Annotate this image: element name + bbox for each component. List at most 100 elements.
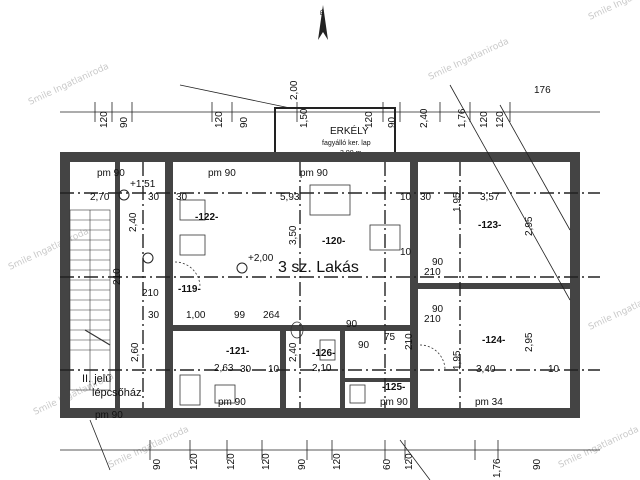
d195a: 1,95 bbox=[452, 192, 463, 212]
d210a: 210 bbox=[142, 288, 159, 299]
room-121-area: 2,63 bbox=[214, 363, 234, 374]
room-122-label: -122- bbox=[195, 212, 218, 223]
north-label: É bbox=[320, 10, 324, 17]
dim-bottom-7: 60 bbox=[382, 458, 393, 470]
d30c: 30 bbox=[420, 192, 432, 203]
room-120-area: 5,93 bbox=[280, 192, 300, 203]
watermark-3: Smile Ingatlaniroda bbox=[587, 0, 640, 23]
dim-bottom-9: 1,76 bbox=[492, 458, 503, 478]
d90b: 90 bbox=[432, 304, 444, 315]
dim-top-9: 2,40 bbox=[419, 108, 430, 128]
dim-bottom-2: 120 bbox=[189, 453, 200, 470]
dim-bottom-8: 120 bbox=[404, 453, 415, 470]
d295a: 2,95 bbox=[524, 216, 535, 236]
pm90-e: pm 90 bbox=[380, 397, 408, 408]
dim-bottom-5: 90 bbox=[297, 458, 308, 470]
furniture bbox=[174, 184, 446, 406]
d30e: 30 bbox=[240, 364, 252, 375]
d240a: 2,40 bbox=[128, 212, 139, 232]
d10b: 10 bbox=[400, 247, 412, 258]
d264: 264 bbox=[263, 310, 280, 321]
stair-label-2: lépcsőház bbox=[92, 387, 142, 399]
dimension-labels-interior: pm 90 pm 90 pm 90 pm 90 pm 90 pm 90 pm 3… bbox=[90, 168, 560, 421]
watermark-4: Smile Ingatlaniroda bbox=[587, 287, 640, 333]
d210e: 210 bbox=[112, 268, 123, 285]
dim-top-7: 90 bbox=[387, 116, 398, 128]
balcony-name: ERKÉLY bbox=[330, 124, 369, 137]
dim-top-8: 2,00 bbox=[289, 80, 300, 100]
d10d: 10 bbox=[548, 364, 560, 375]
dim-top-5: 1,50 bbox=[299, 108, 310, 128]
room-119-label: -119- bbox=[178, 284, 201, 295]
dim-bottom-6: 120 bbox=[332, 453, 343, 470]
dimension-chain-bottom bbox=[60, 440, 600, 460]
room-126-area: 2,10 bbox=[312, 363, 332, 374]
dim-top-10: 1,76 bbox=[457, 108, 468, 128]
d10c: 10 bbox=[268, 364, 280, 375]
dimension-labels-top: 120 90 120 90 1,50 120 90 2,00 2,40 1,76… bbox=[99, 80, 551, 128]
d10a: 10 bbox=[400, 192, 412, 203]
dim-bottom-4: 120 bbox=[261, 453, 272, 470]
room-123-label: -123- bbox=[478, 220, 501, 231]
pm90-a: pm 90 bbox=[97, 168, 125, 179]
d350: 3,50 bbox=[288, 225, 299, 245]
room-126-label: -126- bbox=[312, 348, 335, 359]
room-124-label: -124- bbox=[482, 335, 505, 346]
room-121-label: -121- bbox=[226, 346, 249, 357]
leader-lines bbox=[89, 84, 571, 480]
d30a: 30 bbox=[148, 192, 160, 203]
dim-bottom-10: 90 bbox=[532, 458, 543, 470]
pm90-d: pm 90 bbox=[218, 397, 246, 408]
watermark-2: Smile Ingatlaniroda bbox=[427, 37, 510, 83]
d270: 2,70 bbox=[90, 192, 110, 203]
dim-top-1: 120 bbox=[99, 111, 110, 128]
pm34: pm 34 bbox=[475, 397, 503, 408]
room-123-area: 3,57 bbox=[480, 192, 500, 203]
watermark-1: Smile Ingatlaniroda bbox=[27, 62, 110, 108]
level-a: +1,51 bbox=[130, 179, 156, 190]
pm90-c: pm 90 bbox=[300, 168, 328, 179]
dim-top-11: 120 bbox=[479, 111, 490, 128]
d90c: 90 bbox=[432, 257, 444, 268]
pm90-b: pm 90 bbox=[208, 168, 236, 179]
level-markers: +1,51 +2,00 bbox=[118, 179, 274, 274]
d75: 75 bbox=[384, 332, 396, 343]
room-120-label: -120- bbox=[322, 236, 345, 247]
stair-label-1: II. jelű bbox=[82, 373, 111, 385]
dim-bottom-1: 90 bbox=[152, 458, 163, 470]
d295b: 2,95 bbox=[524, 332, 535, 352]
walls bbox=[60, 152, 580, 418]
d210d: 210 bbox=[404, 333, 415, 350]
d195b: 1,95 bbox=[452, 350, 463, 370]
room-124-area: 3,40 bbox=[476, 364, 496, 375]
dimension-labels-bottom: 90 120 120 120 90 120 60 120 1,76 90 bbox=[152, 453, 543, 478]
watermark-7: Smile Ingatlaniroda bbox=[557, 425, 640, 471]
room-125-label: -125- bbox=[382, 382, 405, 393]
apartment-title: 3 sz. Lakás bbox=[278, 259, 359, 276]
stairwell bbox=[69, 209, 111, 391]
balcony-note: fagyálló ker. lap bbox=[322, 140, 371, 147]
north-arrow-icon: É bbox=[318, 5, 328, 40]
watermark-6: Smile Ingatlaniroda bbox=[107, 425, 190, 471]
d30d: 30 bbox=[148, 310, 160, 321]
d90d: 90 bbox=[358, 340, 370, 351]
dim-top-4: 90 bbox=[239, 116, 250, 128]
d90a: 90 bbox=[346, 319, 358, 330]
d99: 99 bbox=[234, 310, 246, 321]
d100: 1,00 bbox=[186, 310, 206, 321]
dim-top-176: 176 bbox=[534, 85, 551, 96]
dim-top-3: 120 bbox=[214, 111, 225, 128]
dim-top-12: 120 bbox=[495, 111, 506, 128]
d260: 2,60 bbox=[130, 342, 141, 362]
d240b: 2,40 bbox=[288, 342, 299, 362]
room-labels: -120- 5,93 -121- 2,63 -122- -123- 3,57 -… bbox=[178, 192, 505, 393]
d210c: 210 bbox=[424, 314, 441, 325]
dim-bottom-3: 120 bbox=[226, 453, 237, 470]
pm90-f: pm 90 bbox=[95, 410, 123, 421]
level-b: +2,00 bbox=[248, 253, 274, 264]
d210b: 210 bbox=[424, 267, 441, 278]
dimension-chain-top bbox=[60, 102, 600, 122]
dim-top-2: 90 bbox=[119, 116, 130, 128]
dim-top-6: 120 bbox=[364, 111, 375, 128]
